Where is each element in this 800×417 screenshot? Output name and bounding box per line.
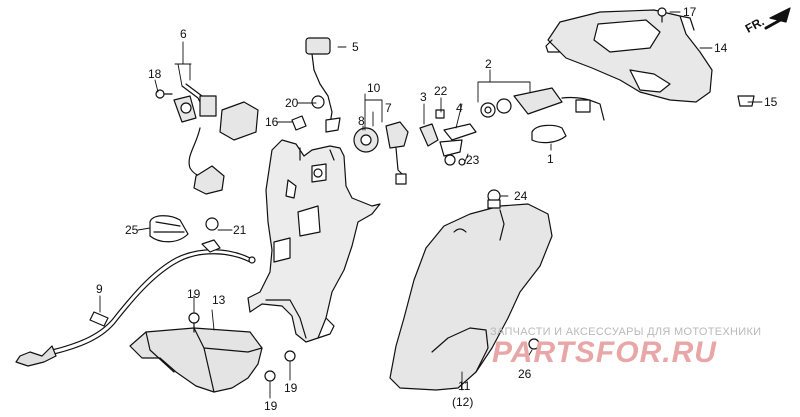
- callout-8: 8: [358, 114, 365, 128]
- callout-11: 11: [458, 379, 471, 393]
- callout-19-top: 19: [187, 287, 201, 301]
- callout-3: 3: [420, 90, 427, 104]
- callout-6: 6: [180, 27, 187, 41]
- callout-24: 24: [514, 189, 528, 203]
- callout-26: 26: [518, 367, 532, 381]
- fasteners-drawing: [155, 7, 755, 382]
- callout-7: 7: [385, 101, 392, 115]
- switch-drawing: [305, 37, 341, 133]
- clamp-drawing: [149, 124, 567, 243]
- callout-19-middle: 19: [284, 381, 298, 395]
- callout-13: 13: [212, 293, 226, 307]
- watermark-caption: ЗАПЧАСТИ И АКСЕССУАРЫ ДЛЯ МОТОТЕХНИКИ: [490, 326, 762, 338]
- callout-2: 2: [485, 57, 492, 71]
- callout-22: 22: [434, 84, 448, 98]
- callout-10: 10: [367, 81, 381, 95]
- callout-12-paren: (12): [452, 395, 474, 409]
- tray-drawing: [129, 327, 263, 393]
- callout-1: 1: [547, 152, 554, 166]
- front-arrow-icon: [764, 7, 791, 30]
- callout-19-bottom: 19: [264, 399, 278, 413]
- ignition-cluster-drawing: [353, 87, 605, 185]
- callout-17: 17: [683, 5, 697, 19]
- callout-20: 20: [285, 96, 299, 110]
- inner-panel-drawing: [247, 139, 381, 343]
- callout-21: 21: [233, 223, 247, 237]
- callout-18: 18: [148, 67, 162, 81]
- callout-25: 25: [125, 223, 139, 237]
- callout-14: 14: [714, 41, 728, 55]
- cable-drawing: [15, 239, 256, 367]
- callout-9: 9: [96, 282, 103, 296]
- callout-15: 15: [764, 95, 778, 109]
- leader-lines: [99, 11, 763, 399]
- harness-drawing: [173, 83, 259, 195]
- callout-4: 4: [456, 101, 463, 115]
- watermark-logo: PARTSFOR.RU: [492, 336, 717, 369]
- handle-cover-drawing: [545, 9, 713, 103]
- callout-23: 23: [466, 153, 480, 167]
- callout-16: 16: [265, 115, 279, 129]
- callout-5: 5: [352, 40, 359, 54]
- front-cover-drawing: [389, 203, 553, 391]
